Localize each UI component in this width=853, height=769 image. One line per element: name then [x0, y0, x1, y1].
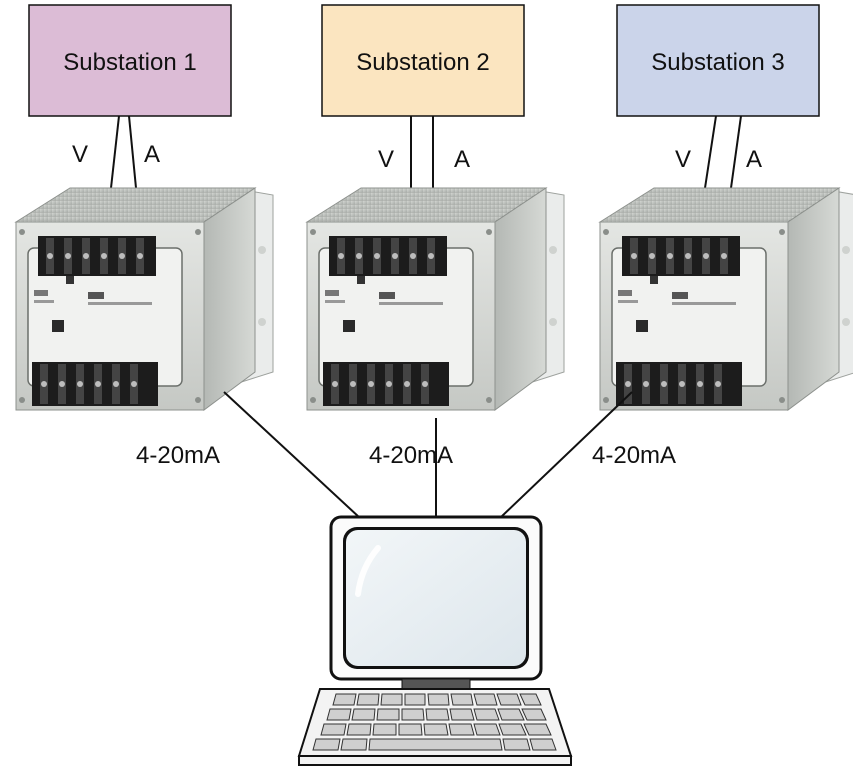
- wire-1-v: [110, 115, 120, 189]
- current-label-2: A: [454, 146, 470, 173]
- substation-3-box: Substation 3: [616, 4, 820, 117]
- monitor: [329, 515, 543, 690]
- substation-3-label: Substation 3: [651, 49, 784, 76]
- keyboard-keys: [312, 693, 557, 751]
- wire-1-a: [128, 115, 137, 189]
- substation-1-label: Substation 1: [63, 49, 196, 76]
- computer: [297, 515, 573, 766]
- voltage-label-2: V: [378, 146, 394, 173]
- wire-3-a: [730, 115, 742, 189]
- output-wires: [223, 391, 633, 519]
- output-labels: 4-20mA 4-20mA 4-20mA: [136, 442, 676, 469]
- current-label-1: A: [144, 141, 160, 168]
- substation-1-box: Substation 1: [28, 4, 232, 117]
- output-label-2: 4-20mA: [369, 442, 453, 469]
- substation-2-label: Substation 2: [356, 49, 489, 76]
- transducer-3: [599, 187, 853, 411]
- keyboard: [297, 688, 573, 766]
- input-wires: [110, 115, 742, 189]
- monitor-stand: [401, 678, 471, 690]
- substation-3-rect: [616, 4, 820, 117]
- output-wire-3: [499, 391, 633, 519]
- transducer-2: [306, 187, 565, 411]
- substation-2-box: Substation 2: [321, 4, 525, 117]
- substation-2-rect: [321, 4, 525, 117]
- transducer-1: [15, 187, 274, 411]
- wire-3-v: [704, 115, 717, 189]
- monitor-screen: [346, 530, 526, 666]
- current-label-3: A: [746, 146, 762, 173]
- substation-1-rect: [28, 4, 232, 117]
- output-label-3: 4-20mA: [592, 442, 676, 469]
- output-wire-1: [223, 391, 361, 519]
- voltage-label-3: V: [675, 146, 691, 173]
- signal-labels: V A V A V A: [72, 141, 762, 173]
- voltage-label-1: V: [72, 141, 88, 168]
- output-label-1: 4-20mA: [136, 442, 220, 469]
